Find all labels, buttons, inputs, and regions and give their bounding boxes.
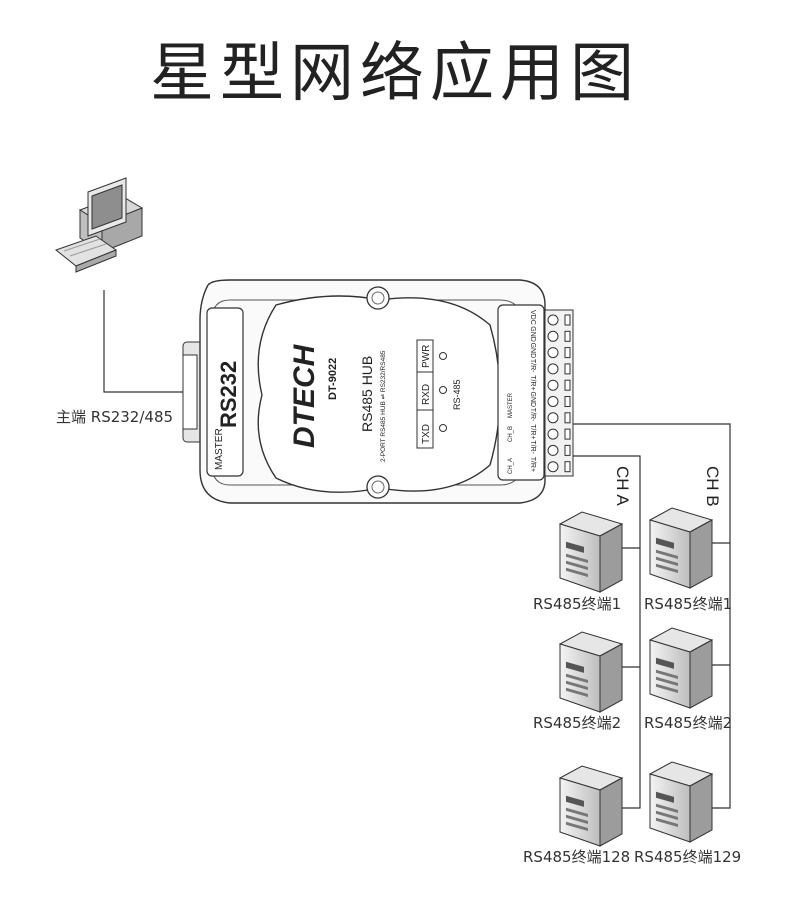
terminal-label: T/R+ [529,424,536,439]
terminal-screw [564,444,571,456]
led-rxd: RXD [421,384,432,405]
terminal-screw [564,363,571,375]
terminal-label: T/R- [529,440,536,454]
group-ch-a: CH_A [508,458,514,474]
terminal-screw [564,412,571,424]
device-port-left-sub: MASTER [214,428,225,470]
server-a128-icon [559,765,623,847]
terminal-a1-label: RS485终端1 [533,595,622,613]
terminal-hole [547,444,559,456]
terminal-hole [547,347,559,359]
terminal-a128-label: RS485终端128 [523,848,631,866]
terminal-hole [547,363,559,375]
server-b129-icon [649,761,713,843]
terminal-label: T/R- [529,408,536,422]
server-a2-icon [559,631,623,713]
server-b1-icon [649,507,713,589]
device-subtitle: 2-PORT RS485 HUB ⇌ RS232/RS485 [380,350,387,462]
terminal-hole [547,314,559,326]
terminal-block [547,314,571,473]
terminal-screw [564,314,571,326]
terminal-b2-label: RS485终端2 [644,714,733,732]
terminal-label: GND [529,343,536,359]
terminal-screw [564,347,571,359]
led-txd: TXD [421,424,432,444]
terminal-b1-label: RS485终端1 [644,595,733,613]
terminal-hole [547,330,559,342]
connection-lines [103,290,731,809]
page-title: 星型网络应用图 [150,37,640,111]
terminal-label: T/R- [529,359,536,373]
group-ch-b: CH_B [508,426,514,442]
terminal-screw [564,461,571,473]
server-b2-icon [649,627,713,709]
terminal-b129-label: RS485终端129 [634,848,742,866]
terminal-label: GND [529,392,536,408]
terminal-screw [564,330,571,342]
terminal-label: T/R+ [529,375,536,390]
server-a1-icon [559,511,623,593]
terminal-screw [564,428,571,440]
device-port-left: RS232 [216,361,241,428]
terminal-label: VDC [529,310,536,325]
terminal-hole [547,412,559,424]
group-master: MASTER [508,392,514,418]
channel-b-label: CH B [703,466,722,507]
terminal-a2-label: RS485终端2 [533,714,622,732]
terminal-hole [547,428,559,440]
terminal-hole [547,379,559,391]
master-label: 主端 RS232/485 [56,408,174,426]
rs485-label: RS-485 [452,379,462,410]
device-model: DT-9022 [327,358,339,400]
master-computer-icon [54,177,144,273]
terminal-screw [564,379,571,391]
terminal-label: GND [529,326,536,342]
terminal-label: T/R+ [529,457,536,472]
rs485-hub-device [182,279,574,504]
terminal-hole [547,396,559,407]
terminal-screw [564,396,571,407]
device-name: RS485 HUB [359,356,375,432]
device-brand: DTECH [288,343,321,448]
channel-a-label: CH A [613,466,632,506]
terminal-hole [547,461,559,473]
led-pwr: PWR [421,345,432,368]
